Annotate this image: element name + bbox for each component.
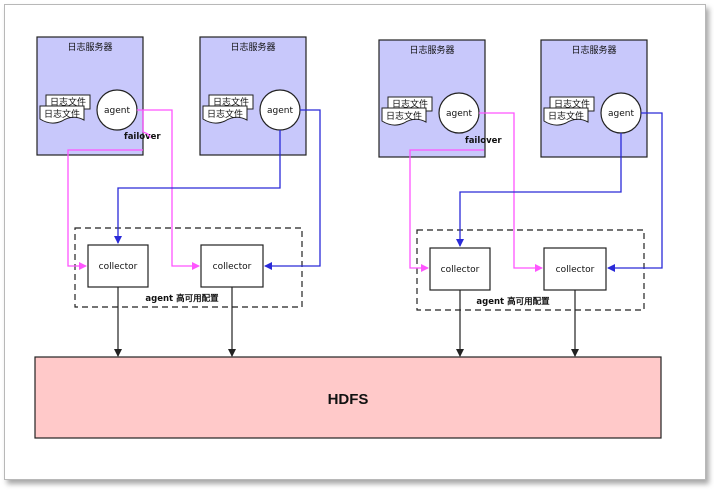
log-file-stack: 日志文件 日志文件 (543, 96, 595, 126)
agent-label: agent (608, 109, 634, 119)
log-file-label: 日志文件 (207, 108, 243, 120)
agent-label: agent (446, 109, 472, 119)
ha-config-box (416, 229, 645, 311)
server-title: 日志服务器 (67, 41, 112, 53)
failover-connector (409, 149, 484, 272)
primary-connector (114, 130, 281, 244)
ha-config-label: agent 高可用配置 (476, 296, 550, 307)
hdfs-store: HDFS (34, 356, 662, 439)
collector-label: collector (556, 265, 595, 275)
log-file-label: 日志文件 (50, 96, 86, 108)
server-title: 日志服务器 (230, 41, 275, 53)
primary-connector (607, 112, 663, 272)
hdfs-label: HDFS (328, 391, 369, 408)
collector-3: collector (429, 247, 491, 291)
log-file-stack: 日志文件 日志文件 (381, 96, 433, 126)
collector-label: collector (441, 265, 480, 275)
log-file-label: 日志文件 (548, 110, 584, 122)
failover-connector (67, 149, 143, 270)
log-server-1: 日志服务器 日志文件 日志文件 agent (36, 36, 144, 156)
failover-label: failover (465, 136, 502, 146)
ha-config-label: agent 高可用配置 (145, 293, 219, 304)
log-file-stack: 日志文件 日志文件 (39, 94, 91, 124)
collector-1: collector (87, 244, 149, 288)
collector-label: collector (99, 262, 138, 272)
collector-label: collector (213, 262, 252, 272)
log-server-3: 日志服务器 日志文件 日志文件 agent (378, 39, 486, 158)
log-file-label: 日志文件 (392, 98, 428, 110)
failover-label: failover (124, 132, 161, 142)
agent-label: agent (267, 106, 293, 116)
ha-config-box (74, 227, 303, 308)
primary-connector (456, 133, 622, 247)
log-file-label: 日志文件 (44, 108, 80, 120)
failover-connector (479, 112, 543, 272)
log-server-2: 日志服务器 日志文件 日志文件 agent (199, 36, 307, 156)
collector-2: collector (200, 244, 264, 288)
log-file-label: 日志文件 (554, 98, 590, 110)
log-file-label: 日志文件 (213, 96, 249, 108)
log-file-stack: 日志文件 日志文件 (202, 94, 254, 124)
server-title: 日志服务器 (409, 44, 454, 56)
log-file-label: 日志文件 (386, 110, 422, 122)
primary-connector (264, 109, 321, 270)
log-server-4: 日志服务器 日志文件 日志文件 agent (540, 39, 648, 158)
server-title: 日志服务器 (571, 44, 616, 56)
agent-label: agent (104, 106, 130, 116)
collector-4: collector (543, 247, 607, 291)
